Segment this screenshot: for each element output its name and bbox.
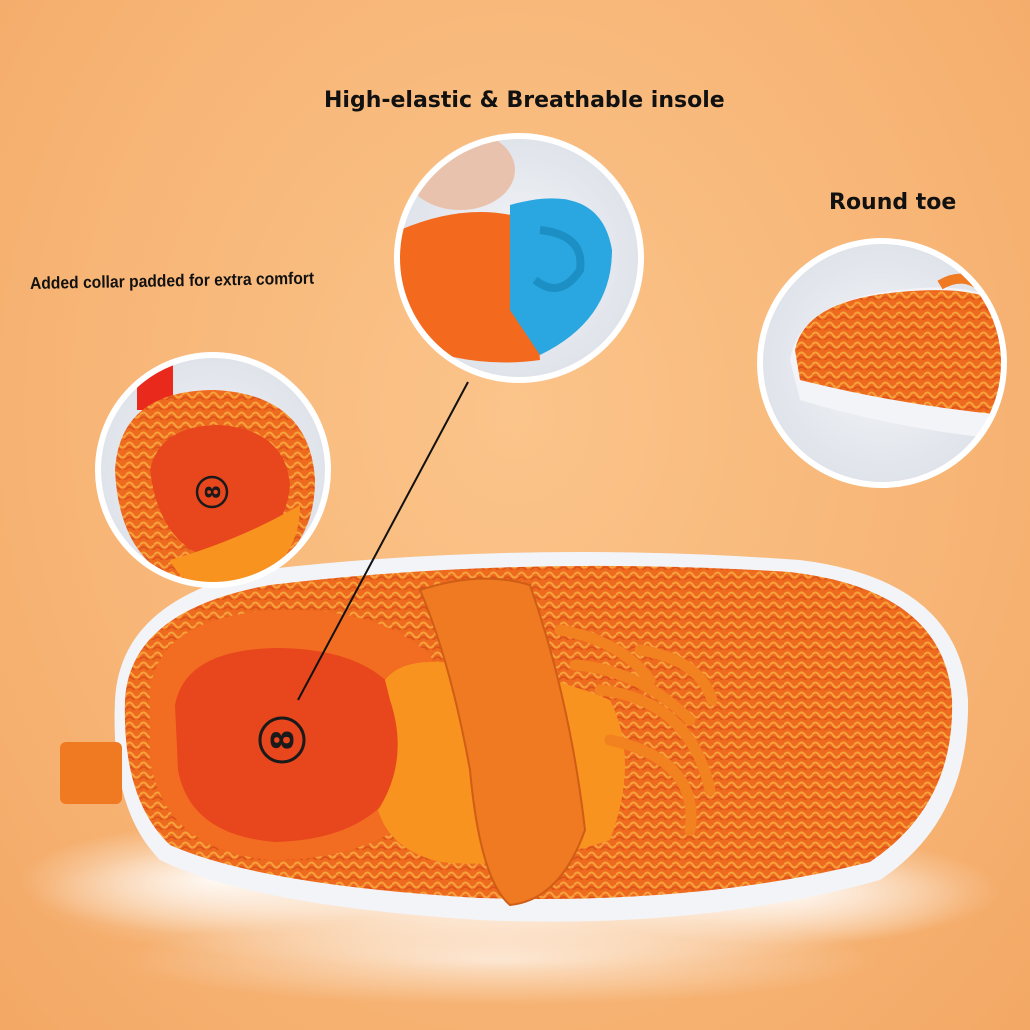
collar-detail-circle <box>95 352 331 588</box>
insole-detail-circle <box>394 133 644 383</box>
main-shoe <box>60 552 969 922</box>
toe-callout-label: Round toe <box>829 190 957 215</box>
size-mark <box>258 716 306 764</box>
callout-pointer-line <box>297 381 469 701</box>
toe-detail-circle <box>757 238 1007 488</box>
collar-size-digit: 8 <box>201 485 225 499</box>
insole-callout-label: High-elastic & Breathable insole <box>324 88 725 113</box>
insole-size-digit: 8 <box>266 730 301 751</box>
